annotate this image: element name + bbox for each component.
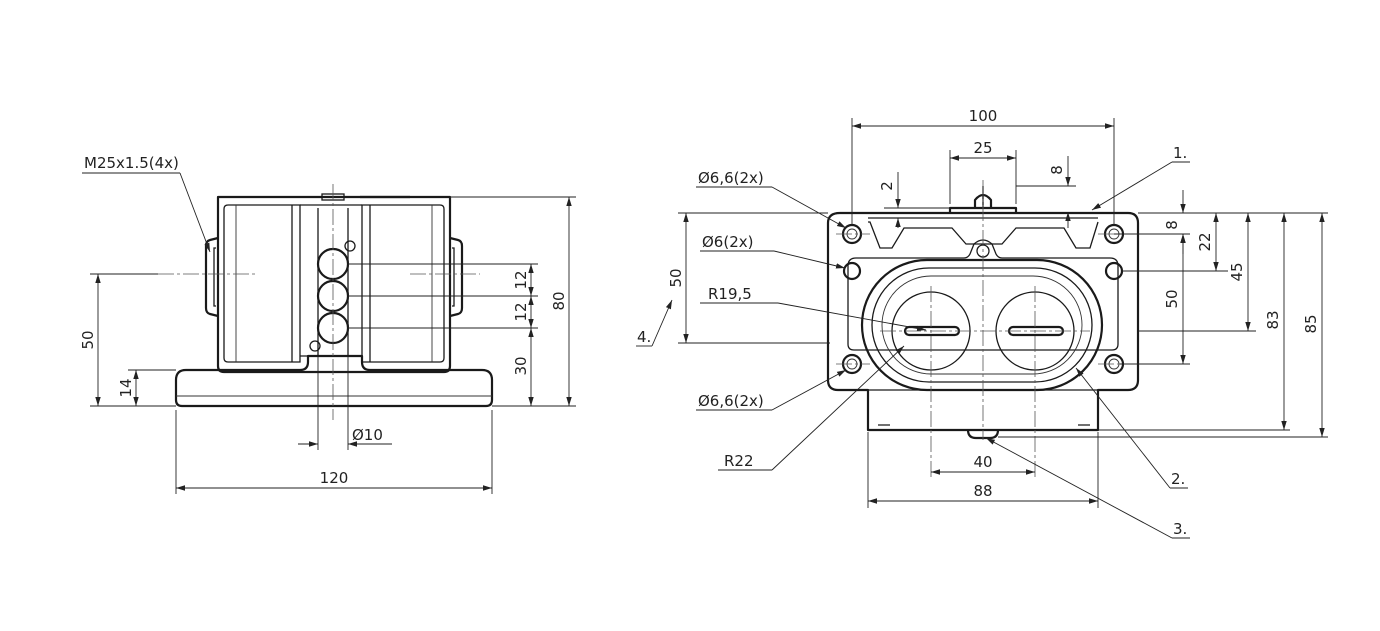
dim-front-cam-text: 25: [973, 139, 992, 157]
dim-side-spacing-lower-text: 12: [512, 302, 530, 321]
front-oval-outer: [860, 258, 1104, 392]
side-base-plate: [174, 354, 494, 408]
callout-3-text: 3.: [1173, 520, 1187, 538]
callout-2-text: 2.: [1171, 470, 1185, 488]
side-gland-left: [204, 236, 219, 318]
dim-front-right-stack: 8 50 22 45 83 85: [998, 190, 1328, 438]
dim-front-gap-left: 2: [878, 172, 950, 228]
dim-front-pitch-left: 50: [667, 212, 830, 344]
hole-top-callout: Ø6,6(2x): [696, 169, 847, 229]
hole-top-label: Ø6,6(2x): [698, 169, 764, 187]
dim-front-pitch-left-text: 50: [667, 268, 685, 287]
hole-mid-label: Ø6(2x): [702, 233, 753, 251]
front-inner-frame: [847, 239, 1119, 351]
callout-4: 4.: [636, 299, 673, 347]
dim-front-45-text: 45: [1228, 262, 1246, 281]
dim-front-width-text: 100: [969, 107, 998, 125]
dim-front-40-text: 40: [973, 453, 992, 471]
dim-front-gap-left-text: 2: [878, 181, 896, 191]
side-housing-body: [216, 195, 452, 374]
dim-side-button-height-text: 30: [512, 356, 530, 375]
side-screw-bottom: [309, 340, 321, 352]
front-hole-mid-right: [1104, 261, 1124, 281]
dim-front-gap-right: 8: [1016, 156, 1076, 228]
dim-side-width-text: 120: [320, 469, 349, 487]
callout-4-text: 4.: [637, 328, 651, 346]
side-screw-top: [344, 240, 356, 252]
thread-callout: M25x1.5(4x): [82, 154, 211, 253]
dim-side-base-text: 14: [117, 378, 135, 397]
dim-front-88-text: 88: [973, 482, 992, 500]
dim-front-83-text: 83: [1264, 310, 1282, 329]
side-view: M25x1.5(4x) 120 80 12 12 30: [79, 154, 576, 494]
dim-front-gap-right-text: 8: [1048, 165, 1066, 175]
dim-side-axis-text: 50: [79, 330, 97, 349]
dim-front-40: 40: [931, 453, 1035, 475]
callout-1-text: 1.: [1173, 144, 1187, 162]
callout-3: 3.: [985, 437, 1190, 539]
dim-front-88: 88: [867, 432, 1099, 508]
front-hole-mid-left: [842, 261, 862, 281]
callout-2: 2.: [1075, 367, 1188, 489]
dim-side-spacing: 12 12 30: [348, 263, 538, 406]
radius-outer-label: R22: [724, 452, 754, 470]
dim-front-85-text: 85: [1302, 314, 1320, 333]
dim-front-pitch-right-text: 50: [1163, 289, 1181, 308]
dim-side-axis: 50 14: [79, 273, 176, 407]
dim-side-spacing-upper-text: 12: [512, 270, 530, 289]
dim-front-22-text: 22: [1196, 232, 1214, 251]
dim-side-width: 120: [175, 410, 493, 494]
thread-label: M25x1.5(4x): [84, 154, 179, 172]
dim-side-shaft-text: Ø10: [352, 426, 383, 444]
dim-side-shaft: Ø10: [298, 356, 392, 450]
dim-side-height: 80: [450, 196, 576, 407]
callout-1: 1.: [1091, 144, 1190, 211]
radius-inner-callout: R19,5: [700, 285, 927, 332]
radius-inner-label: R19,5: [708, 285, 752, 303]
front-view: 100 25 2 8 1.: [636, 107, 1328, 539]
hole-bottom-callout: Ø6,6(2x): [696, 369, 847, 411]
dim-front-top-offset-text: 8: [1163, 220, 1181, 230]
side-gland-right: [449, 236, 464, 318]
hole-mid-callout: Ø6(2x): [700, 233, 846, 269]
dim-front-cam: 25: [949, 139, 1017, 204]
dim-front-width: 100: [851, 107, 1115, 225]
hole-bottom-label: Ø6,6(2x): [698, 392, 764, 410]
dim-side-height-text: 80: [550, 291, 568, 310]
radius-outer-callout: R22: [718, 345, 905, 471]
